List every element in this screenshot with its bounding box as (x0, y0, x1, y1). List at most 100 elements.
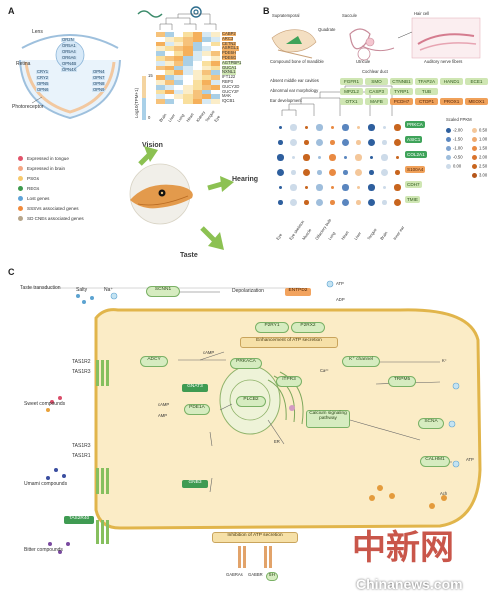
dot-plot-point (304, 200, 309, 205)
watermark-en: Chinanews.com (356, 576, 463, 592)
legend-item: REGs (18, 186, 40, 192)
legend-text: REGs (27, 186, 40, 191)
heatmap-cell (165, 36, 175, 42)
scnn1-node: SCNN1 (146, 286, 180, 297)
adcy-node: ADCY (140, 356, 168, 367)
heatmap-cell (174, 89, 184, 95)
k-channel-node: K⁺ channel (342, 356, 380, 367)
heatmap-cell (165, 80, 175, 85)
opsin-label: OR5A1 (61, 43, 77, 49)
umami-receptor-label: TAS1R3 (72, 443, 91, 449)
hearing-anatomy-label: Saccule (342, 13, 357, 18)
gabra-label: GABRAs (226, 572, 243, 577)
heatmap-cell (174, 46, 184, 52)
opsin-label: OPN9 (92, 87, 106, 93)
heatmap-cell (165, 65, 175, 71)
heatmap-cell (165, 46, 175, 52)
taste-label: Taste (180, 252, 198, 259)
gnb3-node: GNB3 (182, 480, 208, 488)
dot-plot-point (356, 200, 361, 205)
heatmap-cell (174, 80, 184, 85)
heatmap-cell (165, 75, 175, 80)
heatmap-cell (210, 56, 220, 61)
prkaca-node: PRKACA (230, 358, 262, 369)
fpkm-swatch (446, 164, 451, 169)
photoreceptor-label: Photoreceptor (12, 104, 44, 110)
heatmap-cell (156, 70, 166, 76)
opsin-label: CRY1 (36, 69, 50, 75)
heatmap-cell (192, 84, 202, 90)
opsin-label: OPN6 (36, 87, 50, 93)
heatmap-cell (192, 75, 202, 80)
watermark-cn: 中新网 (352, 528, 454, 568)
heatmap-cell (201, 80, 211, 85)
dot-plot-point (394, 124, 401, 131)
atp-top-label: ATP (336, 281, 344, 286)
heatmap-cell (201, 60, 211, 66)
heatmap-gene-label: PDE6G (222, 55, 237, 61)
heatmap-cell (201, 36, 211, 42)
dot-plot-point (342, 124, 349, 131)
heatmap-cell (210, 51, 220, 56)
dot-plot-point (279, 126, 282, 129)
heatmap-cell (156, 36, 166, 42)
heatmap-cell (165, 89, 175, 95)
heatmap-cell (174, 56, 184, 61)
fpkm-scale-item: -1.00 (446, 146, 463, 151)
legend-item: SSSVs associated genes (18, 206, 79, 212)
legend-marker (18, 216, 23, 222)
heatmap-cell (201, 51, 211, 56)
heatmap-cell (210, 41, 220, 47)
heatmap-gene-label: ARC3 (222, 35, 234, 42)
dot-plot-point (289, 138, 298, 147)
heatmap-cell (201, 89, 211, 95)
expression-dot-plot (274, 120, 404, 220)
heatmap-cell (192, 89, 202, 95)
hearing-anatomy-label: Hair cell (414, 11, 430, 16)
fpkm-value: 0.50 (479, 127, 488, 133)
enhancement-box: Enhancement of ATP secretion (240, 337, 338, 348)
fpkm-value: -1.00 (453, 145, 463, 151)
dot-plot-point (356, 140, 361, 145)
inhibition-box: Inhibition of ATP secretion (212, 532, 298, 543)
dot-plot-point (395, 170, 400, 175)
opsin-label: CRY2 (36, 75, 50, 81)
dot-plot-point (343, 170, 348, 175)
heatmap-cell (174, 41, 184, 47)
fpkm-value: 0.00 (453, 163, 462, 169)
fpkm-scale-item: 3.00 (472, 173, 487, 178)
fpkm-value: 1.00 (479, 136, 488, 142)
sweet-receptor-label: TAS1R2 (72, 359, 91, 365)
heatmap-cell (210, 84, 220, 90)
legend-text: Expressed in tongue (27, 156, 69, 161)
dot-plot-point (357, 126, 360, 129)
heatmap-cell (174, 60, 184, 66)
opsin-label: OR5A4 (61, 49, 77, 55)
heatmap-cell (183, 51, 193, 56)
panel-letter-b: B (263, 6, 270, 16)
camp-small-label: cAMP (158, 402, 170, 407)
legend-marker (18, 156, 23, 162)
dot-plot-gene-label: TMIE (405, 196, 420, 203)
atp-right-label: ATP (466, 457, 474, 462)
dot-plot-point (367, 138, 376, 147)
hearing-gene-chip: CTDP1 (415, 98, 438, 105)
heatmap-cell (210, 75, 220, 80)
opsin-label: OPN5 (36, 81, 50, 87)
hearing-anatomy-label: Quadrate (318, 27, 336, 32)
hearing-gene-chip: HAND1 (440, 78, 463, 85)
fpkm-value: -0.50 (453, 154, 463, 160)
dot-plot-point (396, 156, 399, 159)
hearing-gene-chip: PROX1 (440, 98, 463, 105)
dot-plot-point (370, 156, 373, 159)
heatmap-cell (174, 32, 184, 37)
heatmap-cell (165, 41, 175, 47)
fpkm-scale-item: 2.50 (472, 164, 487, 169)
heatmap-gene-label: GUCY2F (222, 88, 239, 94)
legend-marker (18, 196, 23, 202)
hearing-gene-chip: TUB (415, 88, 438, 95)
hearing-gene-chip: OTX1 (340, 98, 363, 105)
heatmap-cell (156, 56, 166, 61)
legend-item: Lost genes (18, 196, 49, 202)
heatmap-gene-label: ASRGL1 (222, 45, 239, 51)
